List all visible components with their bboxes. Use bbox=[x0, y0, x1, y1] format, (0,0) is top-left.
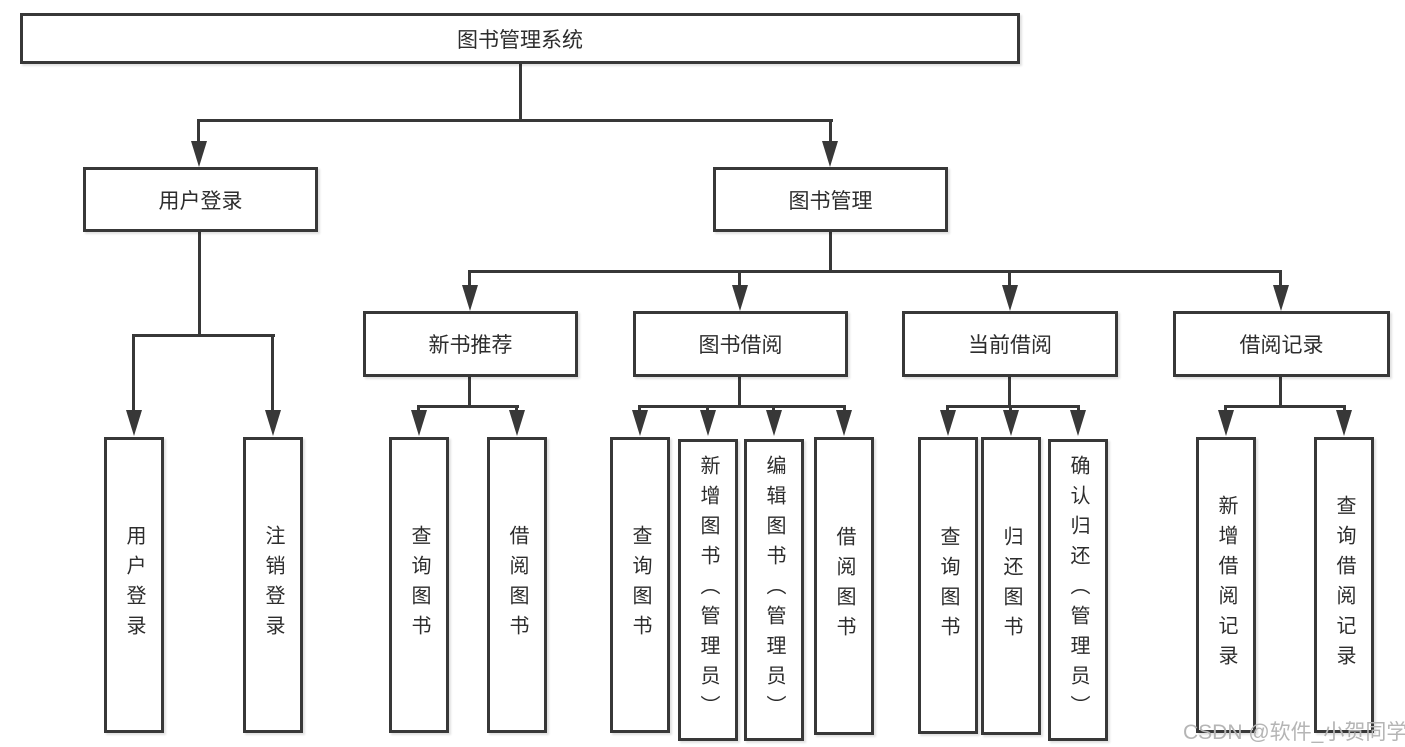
connector-line bbox=[197, 119, 833, 122]
connector-line bbox=[1077, 405, 1080, 413]
connector-line bbox=[706, 405, 709, 413]
arrow-down-icon bbox=[509, 410, 525, 436]
leaf-confirm-return-admin: 确认归还（管理员） bbox=[1048, 439, 1108, 741]
leaf-edit-books-admin: 编辑图书（管理员） bbox=[744, 439, 804, 741]
node-library-system: 图书管理系统 bbox=[20, 13, 1020, 64]
connector-line bbox=[1009, 405, 1012, 413]
arrow-down-icon bbox=[822, 141, 838, 167]
connector-line bbox=[1224, 405, 1346, 408]
connector-line bbox=[132, 334, 135, 412]
node-book-borrowing: 图书借阅 bbox=[633, 311, 848, 377]
connector-line bbox=[468, 270, 1281, 273]
connector-line bbox=[772, 405, 775, 413]
connector-line bbox=[638, 405, 641, 413]
arrow-down-icon bbox=[1070, 410, 1086, 436]
csdn-watermark: CSDN @软件_小贺同学 bbox=[1183, 721, 1405, 744]
node-book-management: 图书管理 bbox=[713, 167, 948, 232]
leaf-query-books-current: 查询图书 bbox=[918, 437, 978, 734]
node-label: 查询图书 bbox=[408, 525, 430, 645]
node-label: 归还图书 bbox=[1000, 526, 1022, 646]
node-new-book-recommend: 新书推荐 bbox=[363, 311, 578, 377]
leaf-return-books: 归还图书 bbox=[981, 437, 1041, 735]
arrow-down-icon bbox=[1273, 285, 1289, 311]
connector-line bbox=[738, 270, 741, 287]
node-label: 当前借阅 bbox=[968, 334, 1052, 357]
connector-line bbox=[738, 377, 741, 408]
leaf-query-books-borrowing: 查询图书 bbox=[610, 437, 670, 733]
arrow-down-icon bbox=[632, 410, 648, 436]
node-label: 注销登录 bbox=[262, 525, 284, 645]
arrow-down-icon bbox=[126, 410, 142, 436]
connector-line bbox=[1008, 270, 1011, 287]
node-label: 编辑图书（管理员） bbox=[763, 455, 785, 725]
connector-line bbox=[843, 405, 846, 413]
connector-line bbox=[417, 405, 519, 408]
node-label: 借阅图书 bbox=[833, 526, 855, 646]
arrow-down-icon bbox=[766, 410, 782, 436]
connector-line bbox=[946, 405, 1080, 408]
node-borrowing-records: 借阅记录 bbox=[1173, 311, 1390, 377]
node-label: 新增图书（管理员） bbox=[697, 455, 719, 725]
connector-line bbox=[468, 377, 471, 408]
leaf-logout: 注销登录 bbox=[243, 437, 303, 733]
node-label: 图书借阅 bbox=[698, 334, 783, 357]
leaf-borrow-books: 借阅图书 bbox=[814, 437, 874, 735]
arrow-down-icon bbox=[191, 141, 207, 167]
leaf-query-borrow-record: 查询借阅记录 bbox=[1314, 437, 1374, 733]
arrow-down-icon bbox=[940, 410, 956, 436]
arrow-down-icon bbox=[462, 285, 478, 311]
arrow-down-icon bbox=[732, 285, 748, 311]
node-user-login: 用户登录 bbox=[83, 167, 318, 232]
connector-line bbox=[271, 334, 274, 412]
arrow-down-icon bbox=[1218, 410, 1234, 436]
leaf-add-borrow-record: 新增借阅记录 bbox=[1196, 437, 1256, 733]
connector-line bbox=[829, 232, 832, 273]
arrow-down-icon bbox=[700, 410, 716, 436]
connector-line bbox=[1008, 377, 1011, 408]
connector-line bbox=[1279, 270, 1282, 287]
node-label: 查询图书 bbox=[629, 525, 651, 645]
connector-line bbox=[198, 232, 201, 337]
connector-line bbox=[417, 405, 420, 413]
connector-line bbox=[1343, 405, 1346, 413]
connector-line bbox=[946, 405, 949, 413]
node-label: 借阅图书 bbox=[506, 525, 528, 645]
node-label: 用户登录 bbox=[158, 189, 243, 213]
node-label: 借阅记录 bbox=[1239, 334, 1324, 357]
leaf-user-login: 用户登录 bbox=[104, 437, 164, 733]
node-current-borrowing: 当前借阅 bbox=[902, 311, 1118, 377]
connector-line bbox=[829, 119, 832, 144]
connector-line bbox=[519, 64, 522, 122]
connector-line bbox=[1279, 377, 1282, 408]
connector-line bbox=[1224, 405, 1227, 413]
arrow-down-icon bbox=[836, 410, 852, 436]
node-label: 用户登录 bbox=[123, 525, 145, 645]
node-label: 查询图书 bbox=[937, 525, 959, 646]
arrow-down-icon bbox=[1002, 285, 1018, 311]
node-label: 新增借阅记录 bbox=[1215, 495, 1237, 675]
node-label: 新书推荐 bbox=[428, 334, 513, 357]
node-label: 确认归还（管理员） bbox=[1067, 455, 1089, 725]
arrow-down-icon bbox=[411, 410, 427, 436]
connector-line bbox=[132, 334, 275, 337]
connector-line bbox=[515, 405, 518, 413]
node-label: 图书管理系统 bbox=[457, 28, 583, 52]
connector-line bbox=[638, 405, 846, 408]
node-label: 图书管理 bbox=[788, 189, 873, 213]
node-label: 查询借阅记录 bbox=[1333, 495, 1355, 675]
connector-line bbox=[468, 270, 471, 287]
arrow-down-icon bbox=[265, 410, 281, 436]
arrow-down-icon bbox=[1336, 410, 1352, 436]
leaf-add-books-admin: 新增图书（管理员） bbox=[678, 439, 738, 741]
connector-line bbox=[197, 119, 200, 144]
leaf-query-books-recommend: 查询图书 bbox=[389, 437, 449, 733]
arrow-down-icon bbox=[1003, 410, 1019, 436]
leaf-borrow-books-recommend: 借阅图书 bbox=[487, 437, 547, 733]
